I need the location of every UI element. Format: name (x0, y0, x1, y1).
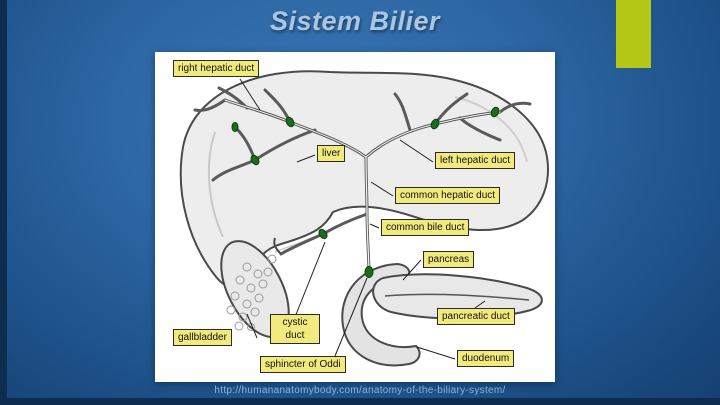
label-liver: liver (317, 145, 346, 162)
label-pancreas: pancreas (423, 251, 475, 268)
duct-node-markers (231, 106, 500, 278)
source-url: http://humananatomybody.com/anatomy-of-t… (214, 385, 506, 396)
slide-left-edge-bar (0, 0, 7, 405)
pancreatic-duct-line (384, 293, 530, 301)
biliary-diagram: right hepatic duct liver left hepatic du… (155, 52, 555, 382)
label-right-hepatic-duct: right hepatic duct (173, 60, 260, 77)
label-gallbladder: gallbladder (173, 329, 232, 346)
leader-lines (239, 78, 486, 360)
label-pancreatic-duct: pancreatic duct (437, 308, 515, 325)
slide-title: Sistem Bilier (269, 6, 441, 36)
label-left-hepatic-duct: left hepatic duct (435, 152, 516, 169)
label-common-bile-duct: common bile duct (381, 219, 470, 236)
accent-rectangle (616, 0, 651, 68)
pancreas-shape (372, 273, 543, 320)
label-sphincter-of-oddi: sphincter of Oddi (260, 356, 346, 373)
slide-bottom-edge-bar (0, 398, 720, 405)
label-common-hepatic-duct: common hepatic duct (395, 187, 501, 204)
label-cystic-duct: cystic duct (270, 314, 320, 344)
label-duodenum: duodenum (457, 350, 515, 367)
biliary-diagram-drawing (179, 70, 549, 367)
